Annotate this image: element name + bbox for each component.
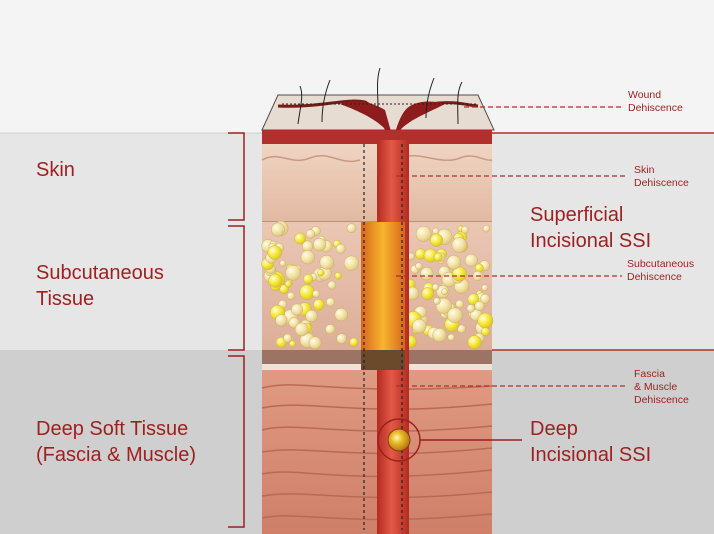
fat-cell bbox=[461, 225, 469, 234]
fat-cell bbox=[268, 273, 283, 288]
fat-cell bbox=[327, 280, 337, 290]
fat-cell bbox=[429, 233, 444, 247]
incision-channel-fascia bbox=[361, 350, 405, 370]
label-subcutaneous-dehiscence: Subcutaneous Dehiscence bbox=[627, 258, 695, 283]
fat-cell bbox=[481, 327, 490, 336]
abscess bbox=[387, 428, 411, 452]
leader-lines bbox=[396, 106, 626, 387]
fat-cell bbox=[312, 237, 327, 252]
fat-cell bbox=[432, 227, 440, 235]
muscle-fibers bbox=[261, 384, 493, 521]
fat-cell bbox=[319, 255, 334, 270]
fat-cell bbox=[343, 255, 360, 271]
label-deep-soft-tissue: Deep Soft Tissue (Fascia & Muscle) bbox=[36, 418, 197, 466]
label-wound-dehiscence: Wound Dehiscence bbox=[628, 89, 683, 114]
fat-cell bbox=[467, 335, 482, 350]
fat-cell bbox=[415, 262, 423, 270]
label-skin: Skin bbox=[36, 159, 75, 181]
wound-opening bbox=[340, 101, 445, 140]
label-fascia-muscle-dehiscence: Fascia & Muscle Dehiscence bbox=[634, 368, 689, 406]
label-skin-dehiscence: Skin Dehiscence bbox=[634, 164, 689, 189]
fat-cell bbox=[325, 297, 336, 307]
bracket-subcutaneous bbox=[228, 225, 245, 351]
label-deep-incisional-ssi: Deep Incisional SSI bbox=[530, 418, 652, 466]
fat-cell bbox=[481, 284, 489, 292]
hair-strands bbox=[297, 67, 463, 125]
bracket-deep bbox=[228, 355, 245, 528]
fat-cell bbox=[431, 283, 440, 291]
fat-cell bbox=[474, 300, 485, 312]
fat-cell bbox=[271, 222, 285, 237]
fat-cell bbox=[300, 250, 315, 265]
fat-cell bbox=[349, 337, 359, 347]
fat-cell bbox=[336, 333, 347, 344]
fat-cell bbox=[334, 308, 348, 322]
fat-cell bbox=[474, 263, 484, 273]
fat-cell bbox=[299, 284, 315, 300]
fat-cell bbox=[482, 224, 491, 233]
fat-cell bbox=[346, 223, 357, 234]
label-subcutaneous-tissue: Subcutaneous Tissue bbox=[36, 262, 164, 310]
fat-cell bbox=[308, 336, 322, 350]
fat-cell bbox=[335, 243, 346, 254]
fat-cell bbox=[451, 237, 468, 253]
fat-cell bbox=[420, 267, 434, 281]
fat-cell bbox=[477, 312, 494, 329]
epidermis bbox=[262, 130, 492, 144]
fat-cell bbox=[455, 299, 464, 309]
fat-cell bbox=[421, 287, 435, 300]
fat-cell bbox=[305, 229, 316, 239]
fat-cell bbox=[441, 288, 448, 296]
fat-cell bbox=[466, 304, 476, 313]
fat-cell bbox=[267, 245, 282, 260]
label-superficial-incisional-ssi: Superficial Incisional SSI bbox=[530, 204, 652, 252]
fat-cell bbox=[447, 307, 463, 323]
fat-cell bbox=[446, 255, 462, 270]
fat-cell bbox=[284, 280, 292, 288]
fat-cell bbox=[412, 318, 427, 334]
fat-cell bbox=[289, 340, 296, 348]
fat-cell bbox=[464, 253, 478, 267]
fat-cell bbox=[317, 268, 325, 277]
fat-cell bbox=[294, 232, 307, 245]
fat-cell bbox=[275, 314, 288, 327]
fat-cell bbox=[286, 291, 295, 300]
fat-cell bbox=[313, 298, 325, 311]
bracket-skin bbox=[228, 132, 245, 221]
fat-cell bbox=[305, 309, 318, 323]
fat-cell bbox=[433, 297, 441, 305]
dermis-ridges bbox=[261, 154, 493, 163]
fat-cell bbox=[415, 225, 432, 242]
fat-cell bbox=[291, 303, 304, 316]
fat-cell bbox=[279, 259, 287, 267]
fat-cell bbox=[285, 265, 301, 281]
fat-cell bbox=[294, 322, 309, 337]
fat-cell bbox=[480, 293, 490, 304]
fat-cell bbox=[334, 272, 342, 280]
fat-cell bbox=[312, 289, 320, 298]
fat-cell bbox=[303, 273, 314, 285]
fat-cell bbox=[433, 252, 443, 262]
fat-cell bbox=[325, 324, 336, 335]
incision-channel-subcutaneous bbox=[361, 222, 405, 350]
fat-cell bbox=[283, 333, 293, 343]
fat-cell bbox=[432, 327, 447, 343]
fat-cell bbox=[447, 333, 455, 342]
